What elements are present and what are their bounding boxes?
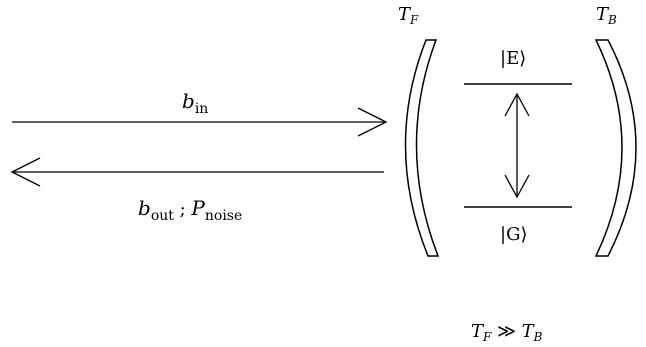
input-arrow: [12, 107, 388, 137]
back-mirror: [594, 39, 637, 257]
output-arrow: [10, 157, 384, 187]
front-mirror-label: TF: [398, 4, 419, 27]
excited-state-label: |E⟩: [500, 48, 526, 69]
front-mirror: [404, 39, 440, 257]
transition-arrow: [504, 92, 530, 199]
transmission-condition: TF ≫ TB: [471, 321, 543, 344]
back-mirror-label: TB: [596, 4, 617, 27]
output-label: bout ; Pnoise: [138, 196, 242, 224]
ground-state-label: |G⟩: [500, 224, 527, 245]
input-label: bin: [182, 89, 208, 117]
